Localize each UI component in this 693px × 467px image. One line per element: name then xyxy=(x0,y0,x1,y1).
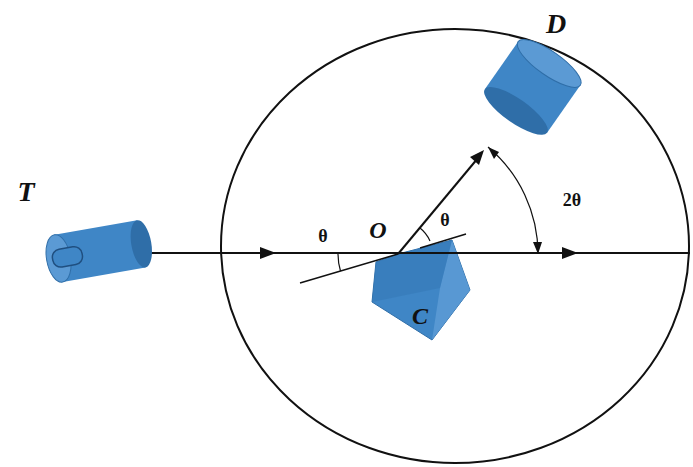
origin-label: O xyxy=(369,218,386,242)
arrowhead xyxy=(562,247,578,259)
beam-line xyxy=(140,252,690,254)
xray-tube xyxy=(43,218,156,284)
scattered-beam xyxy=(398,158,478,254)
crystal xyxy=(372,240,470,340)
angle-label: θ xyxy=(318,227,327,245)
angle-label: 2θ xyxy=(563,191,581,209)
goniometer-circle xyxy=(221,29,689,463)
angle-arc xyxy=(488,147,538,254)
angle-arc xyxy=(420,228,430,241)
plane-line xyxy=(300,254,398,283)
arrowhead xyxy=(533,242,542,254)
arrowhead xyxy=(470,150,484,165)
arrowhead xyxy=(488,147,499,159)
arrowhead xyxy=(260,247,276,259)
detector-label: D xyxy=(546,10,566,38)
crystal-label: C xyxy=(412,304,428,328)
detector xyxy=(478,32,587,143)
tube-label: T xyxy=(17,178,34,206)
angle-label: θ xyxy=(440,211,449,229)
angle-arc xyxy=(338,254,341,271)
